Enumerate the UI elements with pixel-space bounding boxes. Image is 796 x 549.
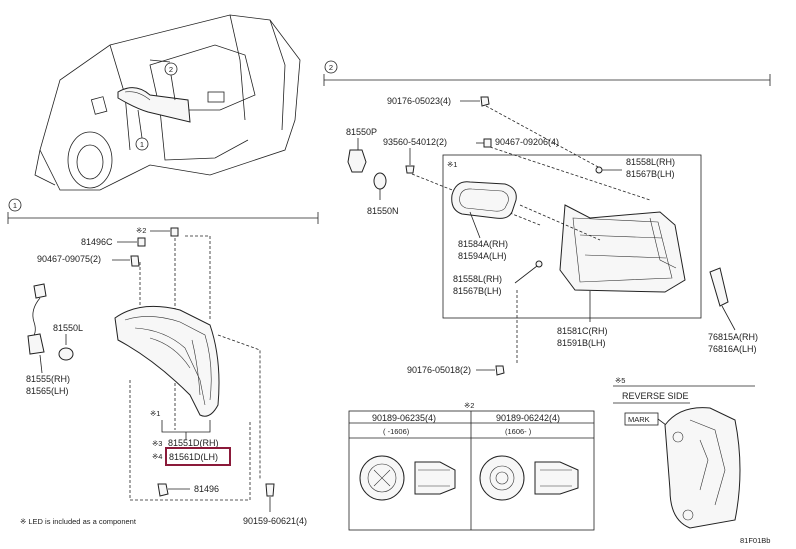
label-81496C[interactable]: 81496C bbox=[81, 237, 113, 247]
clip-icon-2 bbox=[595, 166, 603, 174]
clip-icon bbox=[483, 138, 492, 148]
stay-bracket[interactable] bbox=[709, 267, 729, 307]
clip-icon-3 bbox=[535, 260, 543, 268]
diagram-code: 81F01Bb bbox=[740, 536, 770, 545]
clip-icon-6 bbox=[130, 255, 140, 267]
lens-assembly-box bbox=[442, 154, 702, 319]
lamp-reverse-side[interactable] bbox=[664, 407, 741, 529]
label-81496[interactable]: 81496 bbox=[194, 484, 219, 494]
clip-table bbox=[348, 410, 595, 531]
label-81550P[interactable]: 81550P bbox=[346, 127, 377, 137]
label-81594A[interactable]: 81594A(LH) bbox=[458, 251, 507, 261]
ref-x4: ※4 bbox=[152, 452, 162, 461]
label-90467-09206[interactable]: 90467-09206(4) bbox=[495, 137, 559, 147]
socket-icon bbox=[347, 149, 367, 173]
label-81550N[interactable]: 81550N bbox=[367, 206, 399, 216]
ref-x5: ※5 bbox=[615, 376, 625, 385]
ref-x2-table: ※2 bbox=[464, 401, 474, 410]
footnote: ※ LED is included as a component bbox=[20, 517, 137, 526]
highlight-box bbox=[165, 447, 231, 466]
label-81584A[interactable]: 81584A(RH) bbox=[458, 239, 508, 249]
label-76815A[interactable]: 76815A(RH) bbox=[708, 332, 758, 342]
table-col1-header[interactable]: 90189-06235(4) bbox=[372, 413, 436, 423]
label-90176-05023[interactable]: 90176-05023(4) bbox=[387, 96, 451, 106]
screw-icon-3 bbox=[495, 365, 505, 376]
callout-2-label: 2 bbox=[169, 65, 173, 74]
screw-icon-4 bbox=[265, 483, 275, 497]
reverse-side-label: REVERSE SIDE bbox=[622, 391, 689, 401]
label-81551D[interactable]: 81551D(RH) bbox=[168, 438, 219, 448]
lens-housing[interactable] bbox=[559, 204, 686, 293]
car-illustration bbox=[34, 14, 301, 191]
ref-x3: ※3 bbox=[152, 439, 162, 448]
label-81591B[interactable]: 81591B(LH) bbox=[557, 338, 606, 348]
label-81561D-highlighted[interactable]: 81561D(LH) bbox=[169, 452, 218, 462]
section-1-marker[interactable]: 1 bbox=[8, 198, 22, 212]
label-76816A[interactable]: 76816A(LH) bbox=[708, 344, 757, 354]
screw-icon bbox=[480, 96, 490, 107]
callout-1[interactable]: 1 bbox=[135, 137, 149, 151]
section-2-marker[interactable]: 2 bbox=[324, 60, 338, 74]
ref-x2-left: ※2 bbox=[136, 226, 146, 235]
clip-90189-06235[interactable] bbox=[359, 455, 456, 501]
label-81558L-mid[interactable]: 81558L(RH) bbox=[453, 274, 502, 284]
table-col2-header[interactable]: 90189-06242(4) bbox=[496, 413, 560, 423]
label-90467-09075[interactable]: 90467-09075(2) bbox=[37, 254, 101, 264]
clip-icon-7 bbox=[157, 483, 169, 497]
clip-90189-06242[interactable] bbox=[479, 455, 579, 501]
rear-combination-lamp[interactable] bbox=[114, 305, 220, 417]
wire-harness[interactable] bbox=[27, 283, 47, 355]
reflector-gasket[interactable] bbox=[451, 181, 517, 219]
callout-1-label: 1 bbox=[140, 140, 144, 149]
section-1-number: 1 bbox=[13, 201, 17, 210]
label-90159-60621[interactable]: 90159-60621(4) bbox=[243, 516, 307, 526]
table-col1-range: ( -1606) bbox=[383, 427, 410, 436]
label-81555[interactable]: 81555(RH) bbox=[26, 374, 70, 384]
label-90176-05018[interactable]: 90176-05018(2) bbox=[407, 365, 471, 375]
ref-x1-left: ※1 bbox=[150, 409, 160, 418]
ref-x1-top: ※1 bbox=[447, 160, 457, 169]
callout-2[interactable]: 2 bbox=[164, 62, 178, 76]
section-2-number: 2 bbox=[329, 63, 333, 72]
label-81550L[interactable]: 81550L bbox=[53, 323, 83, 333]
label-81581C[interactable]: 81581C(RH) bbox=[557, 326, 608, 336]
bulb-icon bbox=[373, 172, 387, 190]
label-81567B-top[interactable]: 81567B(LH) bbox=[626, 169, 675, 179]
screw-icon-2 bbox=[405, 165, 415, 174]
clip-icon-4 bbox=[170, 227, 179, 237]
label-81567B-mid[interactable]: 81567B(LH) bbox=[453, 286, 502, 296]
label-81558L-top[interactable]: 81558L(RH) bbox=[626, 157, 675, 167]
label-81565[interactable]: 81565(LH) bbox=[26, 386, 69, 396]
mark-label: MARK bbox=[628, 415, 650, 424]
table-col2-range: (1606- ) bbox=[505, 427, 532, 436]
clip-icon-5 bbox=[137, 237, 146, 247]
bulb-icon-2 bbox=[58, 347, 74, 361]
label-93560-54012[interactable]: 93560-54012(2) bbox=[383, 137, 447, 147]
